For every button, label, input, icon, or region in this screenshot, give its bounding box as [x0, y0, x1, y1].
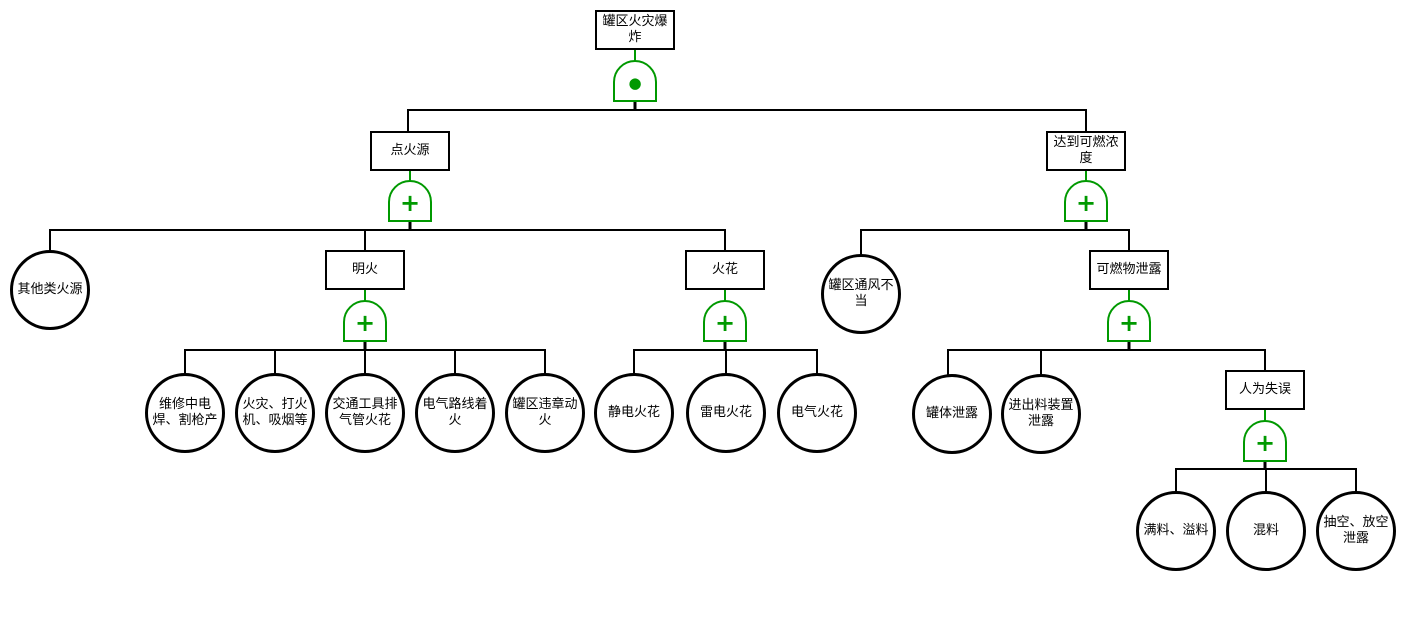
node-other-fire-sources[interactable]: 其他类火源 — [10, 250, 90, 330]
or-gate-flammable-concentration: + — [1064, 180, 1108, 222]
node-tank-body-leak[interactable]: 罐体泄露 — [912, 374, 992, 454]
node-lightning-spark[interactable]: 雷电火花 — [686, 373, 766, 453]
node-spark[interactable]: 火花 — [685, 250, 765, 290]
or-gate-plus-icon: + — [1254, 429, 1276, 457]
node-electrical-line-fire[interactable]: 电气路线着火 — [415, 373, 495, 453]
node-open-flame[interactable]: 明火 — [325, 250, 405, 290]
node-emptying-venting-leak[interactable]: 抽空、放空泄露 — [1316, 491, 1396, 571]
node-electrical-spark[interactable]: 电气火花 — [777, 373, 857, 453]
or-gate-plus-icon: + — [399, 189, 421, 217]
and-gate-top-event: ● — [613, 60, 657, 102]
node-illegal-hot-work[interactable]: 罐区违章动火 — [505, 373, 585, 453]
node-lighter-smoking[interactable]: 火灾、打火机、吸烟等 — [235, 373, 315, 453]
node-ignition-source[interactable]: 点火源 — [370, 131, 450, 171]
or-gate-plus-icon: + — [1118, 309, 1140, 337]
node-inlet-outlet-device-leak[interactable]: 进出料装置泄露 — [1001, 374, 1081, 454]
node-overfill-spill[interactable]: 满料、溢料 — [1136, 491, 1216, 571]
node-tank-ventilation-poor[interactable]: 罐区通风不当 — [821, 254, 901, 334]
or-gate-plus-icon: + — [354, 309, 376, 337]
or-gate-flammable-leak: + — [1107, 300, 1151, 342]
node-top-event[interactable]: 罐区火灾爆炸 — [595, 10, 675, 50]
node-flammable-leak[interactable]: 可燃物泄露 — [1089, 250, 1169, 290]
node-human-error[interactable]: 人为失误 — [1225, 370, 1305, 410]
node-welding-cutting-repair[interactable]: 维修中电焊、割枪产 — [145, 373, 225, 453]
node-static-spark[interactable]: 静电火花 — [594, 373, 674, 453]
or-gate-plus-icon: + — [714, 309, 736, 337]
or-gate-ignition-source: + — [388, 180, 432, 222]
node-vehicle-exhaust-spark[interactable]: 交通工具排气管火花 — [325, 373, 405, 453]
and-gate-dot-icon: ● — [628, 74, 642, 92]
node-flammable-concentration[interactable]: 达到可燃浓度 — [1046, 131, 1126, 171]
or-gate-open-flame: + — [343, 300, 387, 342]
or-gate-human-error: + — [1243, 420, 1287, 462]
node-mixed-material[interactable]: 混料 — [1226, 491, 1306, 571]
or-gate-spark: + — [703, 300, 747, 342]
or-gate-plus-icon: + — [1075, 189, 1097, 217]
